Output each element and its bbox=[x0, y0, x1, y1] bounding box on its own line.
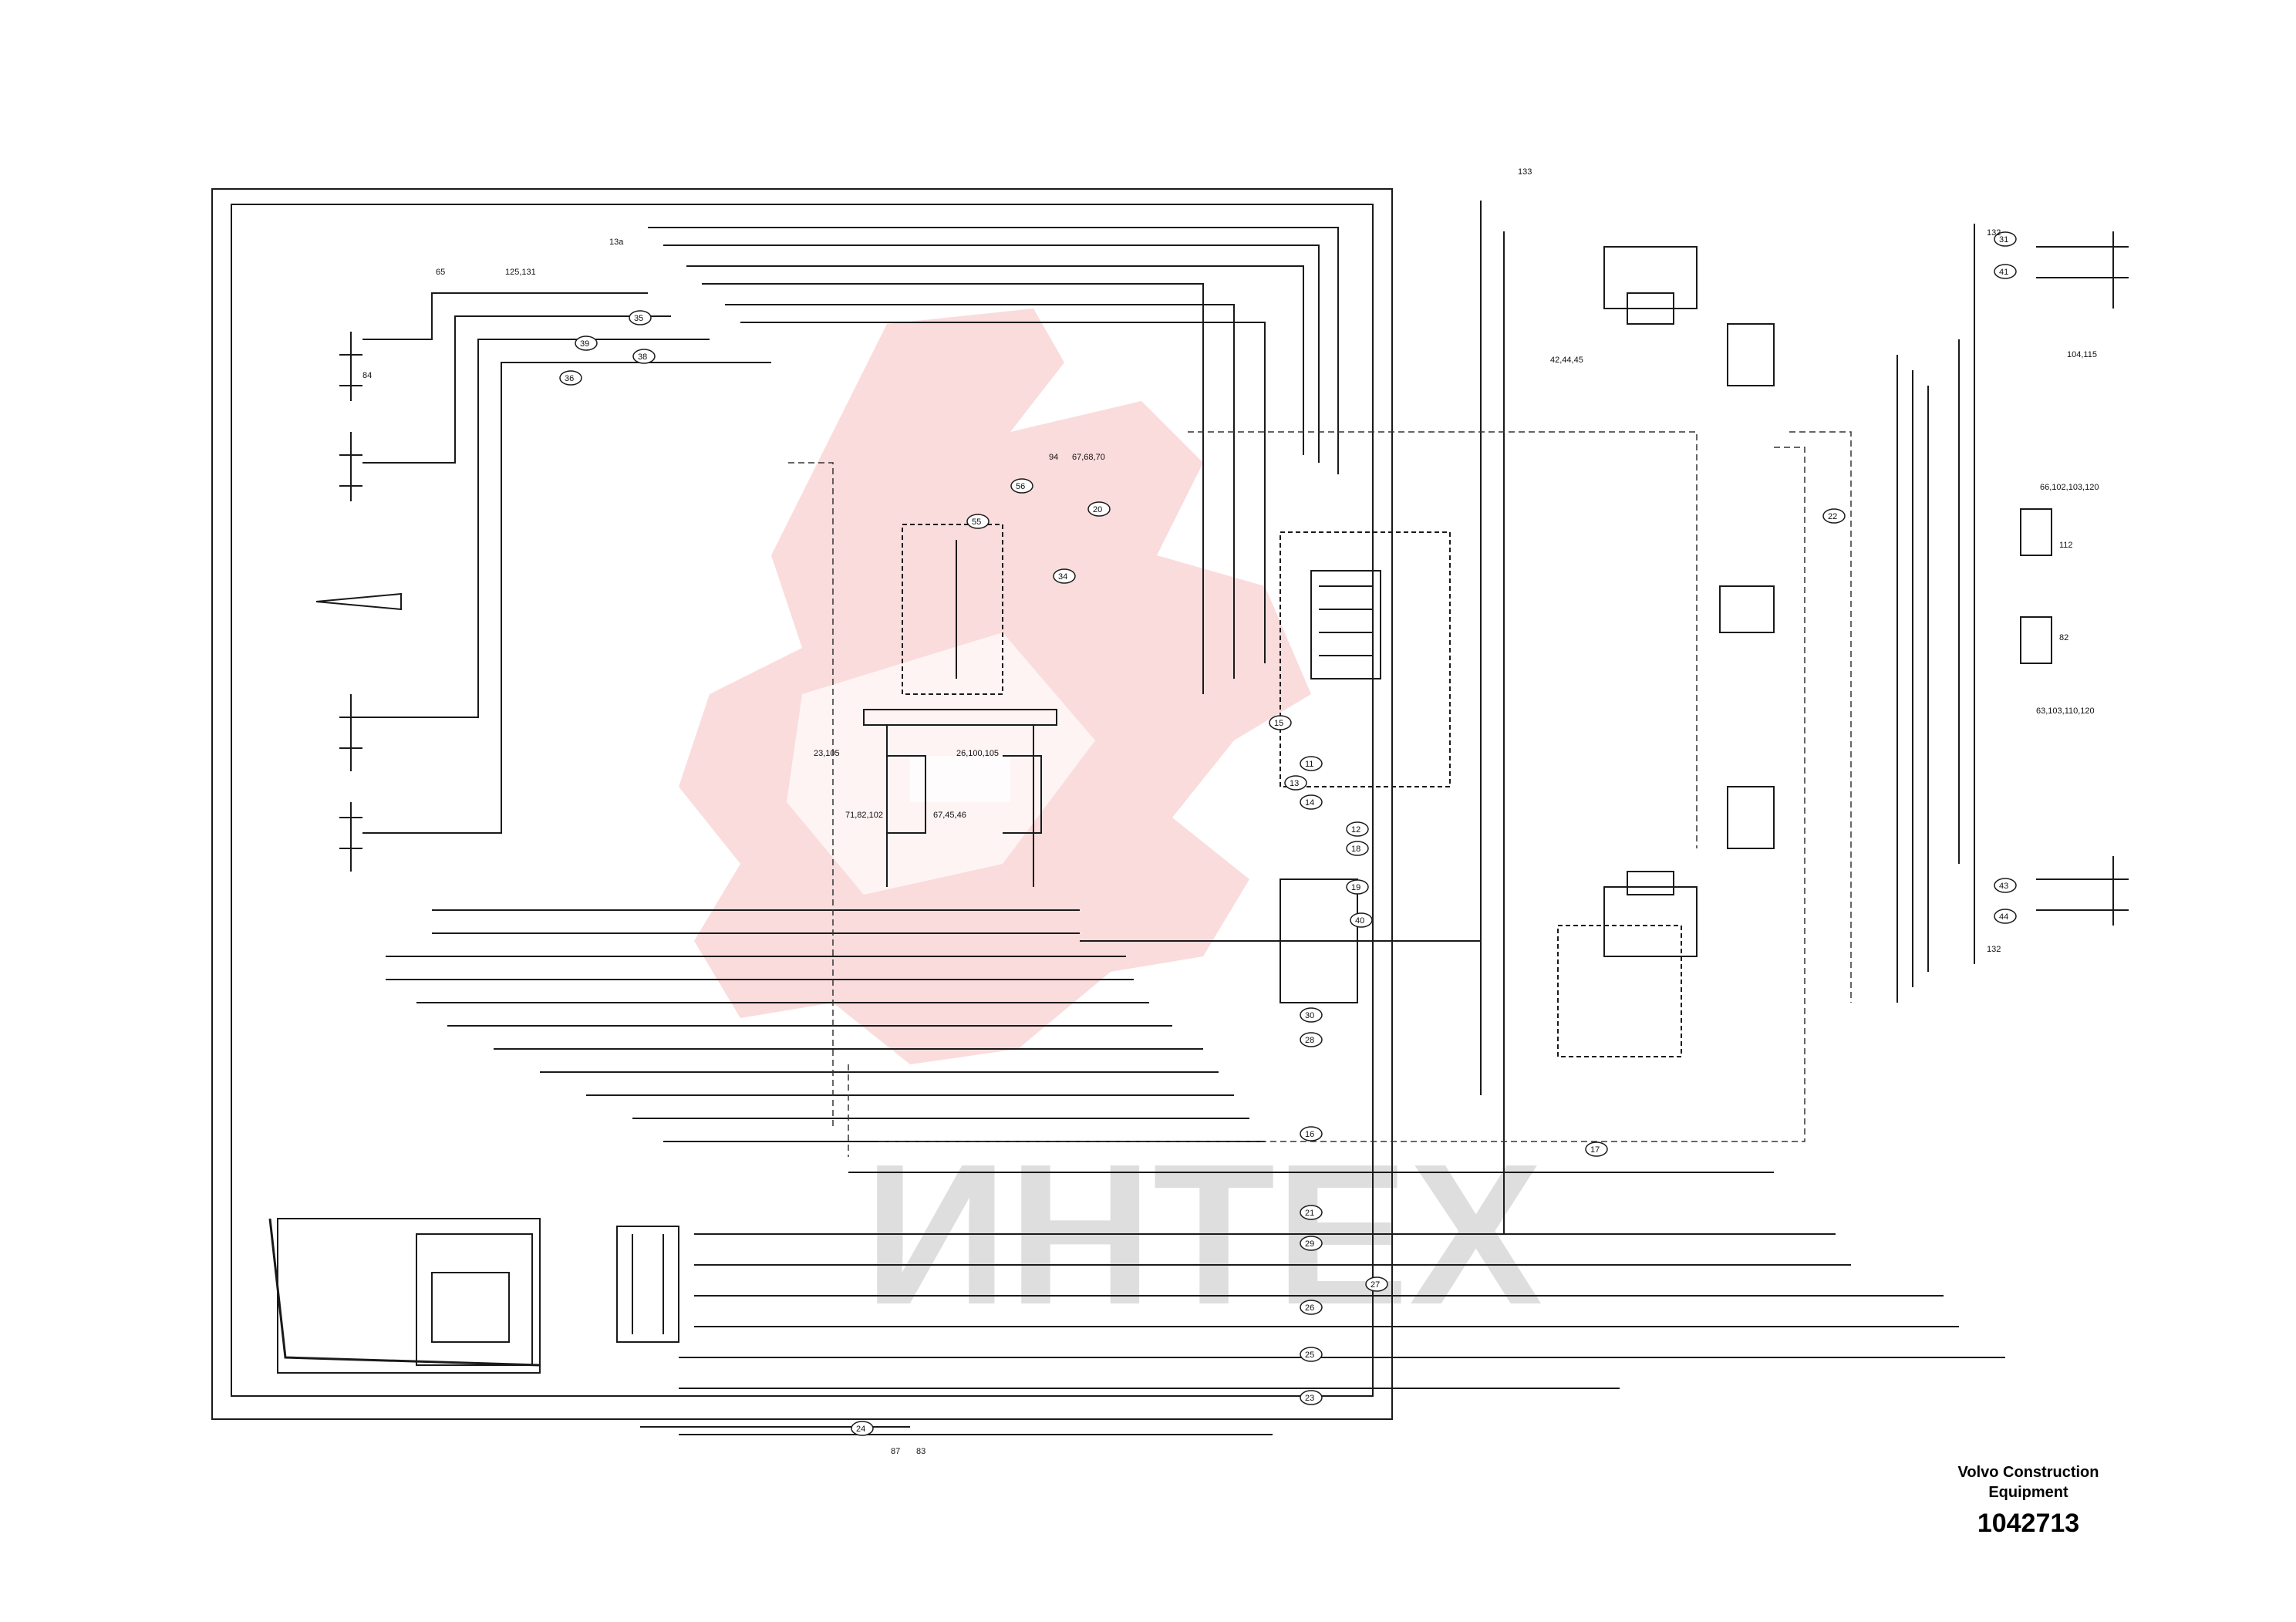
svg-text:26: 26 bbox=[1305, 1303, 1314, 1313]
svg-text:38: 38 bbox=[638, 352, 647, 362]
svg-text:11: 11 bbox=[1305, 760, 1313, 769]
svg-text:23,105: 23,105 bbox=[814, 749, 840, 758]
svg-text:40: 40 bbox=[1355, 916, 1364, 926]
manufacturer-line1: Volvo Construction bbox=[1957, 1464, 2099, 1481]
svg-text:15: 15 bbox=[1274, 719, 1283, 728]
svg-text:41: 41 bbox=[1999, 268, 2008, 277]
svg-text:12: 12 bbox=[1351, 825, 1360, 835]
svg-text:43: 43 bbox=[1999, 882, 2008, 891]
svg-text:87: 87 bbox=[891, 1447, 900, 1456]
svg-text:36: 36 bbox=[565, 374, 574, 383]
svg-text:29: 29 bbox=[1305, 1239, 1314, 1249]
main-lines bbox=[211, 188, 2129, 1435]
svg-text:18: 18 bbox=[1351, 845, 1360, 854]
svg-text:13a: 13a bbox=[609, 238, 624, 247]
svg-text:17: 17 bbox=[1590, 1145, 1600, 1155]
svg-text:82: 82 bbox=[2059, 633, 2068, 642]
svg-text:28: 28 bbox=[1305, 1036, 1314, 1045]
hose-markers bbox=[559, 231, 2017, 1436]
svg-text:104,115: 104,115 bbox=[2067, 350, 2097, 359]
svg-text:27: 27 bbox=[1371, 1280, 1380, 1290]
svg-text:24: 24 bbox=[856, 1425, 865, 1434]
manufacturer-line2: Equipment bbox=[1988, 1484, 2068, 1501]
document-number: 1042713 bbox=[1977, 1509, 2080, 1538]
svg-text:55: 55 bbox=[972, 518, 981, 527]
svg-text:132: 132 bbox=[1987, 945, 2001, 954]
watermark-emblem bbox=[679, 309, 1311, 1064]
svg-text:132: 132 bbox=[1987, 228, 2001, 238]
svg-text:26,100,105: 26,100,105 bbox=[956, 749, 999, 758]
svg-text:14: 14 bbox=[1305, 798, 1314, 808]
svg-text:66,102,103,120: 66,102,103,120 bbox=[2040, 483, 2099, 492]
svg-text:34: 34 bbox=[1058, 572, 1067, 582]
svg-text:16: 16 bbox=[1305, 1130, 1314, 1139]
svg-text:83: 83 bbox=[916, 1447, 925, 1456]
svg-text:20: 20 bbox=[1093, 505, 1102, 514]
svg-text:67,45,46: 67,45,46 bbox=[933, 811, 966, 820]
svg-text:125,131: 125,131 bbox=[505, 268, 536, 277]
svg-text:25: 25 bbox=[1305, 1351, 1314, 1360]
svg-text:44: 44 bbox=[1999, 912, 2008, 922]
pilot-lines bbox=[787, 431, 1852, 1157]
svg-text:63,103,110,120: 63,103,110,120 bbox=[2036, 706, 2095, 716]
svg-text:42,44,45: 42,44,45 bbox=[1550, 356, 1583, 365]
svg-text:84: 84 bbox=[362, 371, 372, 380]
svg-text:94: 94 bbox=[1049, 453, 1058, 462]
svg-text:67,68,70: 67,68,70 bbox=[1072, 453, 1105, 462]
svg-text:22: 22 bbox=[1828, 512, 1837, 521]
svg-text:31: 31 bbox=[1999, 235, 2008, 244]
title-block: Volvo Construction Equipment 1042713 bbox=[1897, 1462, 2159, 1539]
svg-text:30: 30 bbox=[1305, 1011, 1314, 1020]
hose-number-labels: 35 39 38 36 56 55 34 20 15 11 13 14 12 1… bbox=[565, 235, 2008, 1434]
svg-text:65: 65 bbox=[436, 268, 445, 277]
svg-text:71,82,102: 71,82,102 bbox=[845, 811, 883, 820]
svg-text:56: 56 bbox=[1016, 482, 1025, 491]
svg-text:21: 21 bbox=[1305, 1209, 1314, 1218]
svg-text:13: 13 bbox=[1290, 779, 1299, 788]
svg-text:112: 112 bbox=[2059, 541, 2073, 550]
svg-text:39: 39 bbox=[580, 339, 589, 349]
svg-text:35: 35 bbox=[634, 314, 643, 323]
svg-text:19: 19 bbox=[1351, 883, 1360, 892]
svg-text:23: 23 bbox=[1305, 1394, 1314, 1403]
svg-text:133: 133 bbox=[1518, 167, 1532, 177]
reference-labels: 133 13a 65 125,131 132 132 84 42,44,45 1… bbox=[362, 167, 2099, 1456]
